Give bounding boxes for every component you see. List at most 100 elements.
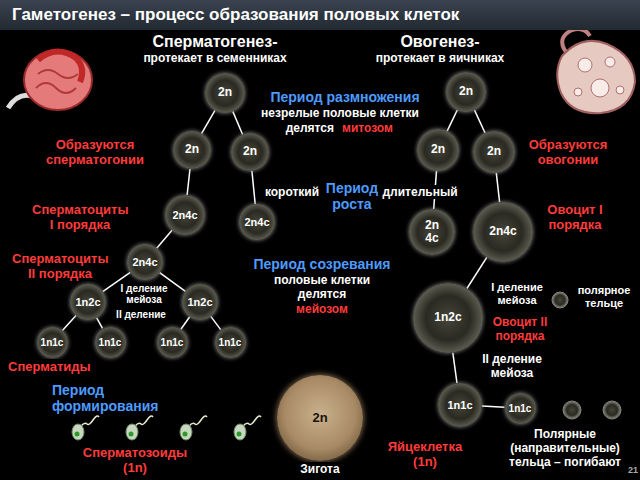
label-text: Сперматоциты I порядка — [30, 202, 131, 232]
label-box: Период созревания — [232, 256, 412, 272]
cell-formula: 2n4c — [172, 209, 197, 221]
cell-circle: 2n4c — [165, 195, 205, 235]
label-box: I деление мейоза — [487, 281, 547, 306]
cell-circle: 1n1c — [215, 327, 246, 358]
label-box: Образуются овогонии — [508, 138, 628, 168]
label-box: мейозом — [272, 303, 372, 317]
label-text: полярное тельце — [576, 284, 633, 309]
label-box: Период формирования — [50, 382, 165, 414]
cell-text-stack: 2n 4c — [421, 219, 443, 245]
cell-circle: 2n — [205, 73, 245, 113]
label-text: Сперматогенез- — [150, 33, 279, 50]
connector-line — [453, 353, 457, 384]
epididymis — [38, 51, 82, 82]
connector-line — [211, 316, 221, 329]
sperm — [72, 416, 99, 440]
label-text: II деление мейоза — [480, 352, 544, 380]
label-text: короткий — [263, 185, 321, 199]
label-text: митозом — [340, 121, 395, 135]
label-box: II деление — [111, 309, 171, 320]
sperm — [234, 416, 261, 440]
connector-line — [496, 173, 499, 202]
label-text: Период роста — [324, 180, 380, 212]
cell-formula: 2n — [431, 143, 445, 156]
cell-circle: 2n4c — [239, 204, 275, 240]
cell-formula: 1n2c — [434, 311, 461, 324]
label-text: Яйцеклетка (1n) — [386, 439, 464, 469]
tubule — [38, 70, 78, 78]
label-text: протекает в яичниках — [374, 51, 507, 65]
connector-line — [97, 318, 103, 329]
cell-text-stack: 1n1c — [99, 337, 122, 348]
cell-formula: 1n2c — [75, 296, 100, 308]
label-box: Сперматогенез- — [115, 33, 315, 51]
label-box: 21 — [626, 466, 638, 476]
connector-line — [62, 315, 76, 330]
connector-line — [187, 169, 190, 195]
sperm-head — [180, 424, 192, 440]
label-box: длительный — [380, 186, 460, 200]
tubule — [36, 83, 76, 93]
label-box: протекает в яичниках — [340, 52, 540, 66]
label-box: Сперматозоиды (1n) — [75, 446, 195, 476]
cell-circle: 2n4c — [127, 244, 163, 280]
cell-text-stack: 2n4c — [489, 225, 516, 238]
label-box: Образуются сперматогонии — [35, 138, 155, 168]
label-text: длительный — [380, 185, 459, 199]
acrosome — [237, 432, 242, 437]
sperm-head — [234, 424, 246, 440]
duct — [8, 95, 32, 108]
cell-circle: 1n1c — [95, 327, 126, 358]
cell-text-stack: 2n — [431, 143, 445, 156]
cell-circle: 2n — [446, 72, 486, 112]
label-box: Сперматиды — [6, 360, 106, 375]
sperm-tail — [243, 416, 261, 426]
cell-formula: 2n — [487, 145, 501, 158]
label-box: Сперматоциты I порядка — [30, 203, 130, 233]
label-box: Овоцит II порядка — [485, 316, 555, 344]
label-text: протекает в семенниках — [141, 51, 288, 65]
label-text: Образуются сперматогонии — [44, 137, 146, 167]
cell-text-stack: 2n4c — [244, 216, 269, 228]
cell-formula: 1n1c — [219, 337, 242, 348]
label-text: Период формирования — [50, 382, 161, 414]
label-text: Период размножения — [268, 89, 421, 105]
label-box: незрелые половые клетки — [250, 107, 430, 121]
cell-circle: 2n — [231, 133, 269, 171]
testis-illustration — [8, 50, 92, 110]
label-text: Период созревания — [251, 256, 392, 272]
label-box: I деление мейоза — [115, 283, 173, 305]
testis — [24, 50, 92, 110]
label-box: Яйцеклетка (1n) — [380, 440, 470, 470]
cell-text-stack: 2n — [487, 145, 501, 158]
label-box: протекает в семенниках — [115, 52, 315, 66]
cell-circle: 1n1c — [505, 393, 536, 424]
cell-formula: 2n4c — [244, 216, 269, 228]
cell-circle: 1n1c — [157, 327, 188, 358]
label-box: Период размножения — [255, 89, 435, 105]
cell-circle: 1n1c — [438, 383, 482, 427]
connector-line — [233, 111, 243, 134]
cell-circle: 1n2c — [182, 284, 218, 320]
cell-text-stack: 2n — [243, 145, 257, 158]
label-text: II деление — [114, 309, 168, 320]
label-text: Полярные (направительные) тельца – погиб… — [507, 427, 623, 469]
sperm-head — [72, 424, 84, 440]
cell-text-stack: 1n2c — [434, 311, 461, 324]
acrosome — [129, 432, 134, 437]
sperm — [126, 416, 153, 440]
cell-text-stack: 2n — [185, 143, 199, 156]
label-text: Сперматозоиды (1n) — [81, 445, 189, 475]
cell-text-stack: 2n — [312, 411, 327, 425]
acrosome — [75, 432, 80, 437]
label-text: Зигота — [298, 462, 341, 476]
sperm — [180, 416, 207, 440]
connector-line — [475, 110, 486, 133]
label-text: Сперматиды — [6, 359, 93, 374]
cell-text-stack: 2n4c — [132, 256, 157, 268]
connector-line — [447, 110, 457, 131]
cell-circle: 2n — [473, 131, 515, 173]
label-box: Полярные (направительные) тельца – погиб… — [495, 428, 635, 469]
cell-circle: 1n2c — [70, 284, 106, 320]
